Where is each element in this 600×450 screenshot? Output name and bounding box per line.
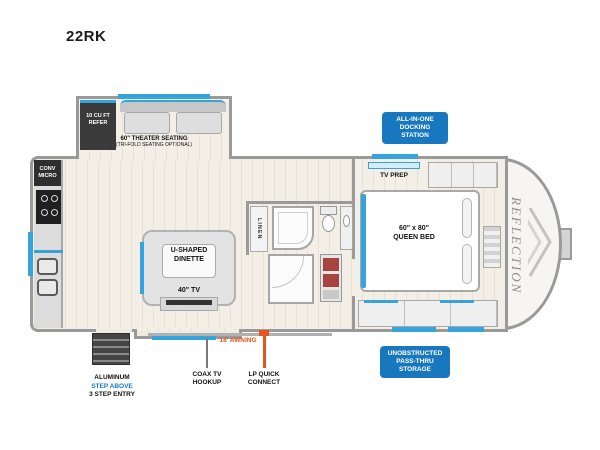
kitchen-sink-basin <box>37 258 58 275</box>
theater-seat-cushion <box>124 112 170 134</box>
dresser-accent-strip <box>364 300 398 303</box>
dinette-table <box>162 244 216 278</box>
cabinet-drawer <box>323 258 339 271</box>
toilet-icon <box>322 215 335 232</box>
entry-steps <box>92 333 130 365</box>
window-accent <box>152 336 216 340</box>
bed-label-line1: 60" x 80" <box>399 225 429 232</box>
dinette-label: U-SHAPED DINETTE <box>142 247 236 264</box>
counter-accent-strip <box>34 250 63 253</box>
window-accent <box>448 327 484 332</box>
bed-runner-accent <box>361 194 366 288</box>
shower-pan-icon <box>278 212 308 244</box>
entry-label-line3: 3 STEP ENTRY <box>89 391 135 398</box>
lp-connect-label: LP QUICK CONNECT <box>239 371 289 387</box>
awning-label: 18' AWNING <box>219 337 257 344</box>
entry-steps-label: ALUMINUM STEP ABOVE 3 STEP ENTRY <box>72 374 152 400</box>
shower <box>272 206 314 250</box>
pillow-icon <box>462 244 472 284</box>
window-accent <box>118 94 210 99</box>
lp-label-line1: LP QUICK <box>248 371 280 378</box>
dinette-extension-opening <box>137 327 239 331</box>
theater-label-line1: 60" THEATER SEATING <box>120 136 188 142</box>
window-accent <box>392 327 436 332</box>
range-stove <box>36 190 61 224</box>
kitchen-counter <box>34 160 63 328</box>
awning-line <box>148 333 332 336</box>
tv-icon <box>166 300 212 305</box>
dresser-section <box>359 301 405 326</box>
burner-icon <box>41 195 48 202</box>
bathroom-vanity <box>340 206 353 250</box>
tv-prep-location <box>368 162 420 169</box>
coax-label-line2: HOOKUP <box>192 379 222 386</box>
dinette-accent-strip <box>140 242 144 294</box>
coax-pointer-line <box>206 338 208 368</box>
linen-closet: LINEN <box>250 206 268 252</box>
bedroom-dresser-row <box>358 300 498 327</box>
burner-icon <box>51 195 58 202</box>
theater-seating-label: 60" THEATER SEATING (TRI-FOLD SEATING OP… <box>84 136 224 148</box>
coax-label-line1: COAX TV <box>192 371 222 378</box>
tv-40-label: 40" TV <box>178 287 200 294</box>
theater-seat-cushion <box>176 112 222 134</box>
refer-label-line1: 10 CU FT <box>86 113 110 119</box>
dinette-label-line2: DINETTE <box>174 255 204 263</box>
entry-label-line1: ALUMINUM <box>94 374 130 381</box>
bedroom-wall <box>352 159 355 259</box>
docking-badge-line3: STATION <box>401 132 429 139</box>
linen-label: LINEN <box>256 218 262 240</box>
pass-thru-storage-badge: UNOBSTRUCTED PASS-THRU STORAGE <box>380 346 450 378</box>
theater-seating-backrest <box>120 100 226 112</box>
bathroom-wall <box>246 201 354 204</box>
convection-microwave: CONV MICRO <box>34 160 61 186</box>
bed-label-line2: QUEEN BED <box>393 234 435 241</box>
dinette-label-line1: U-SHAPED <box>170 247 208 254</box>
docking-station-badge: ALL-IN-ONE DOCKING STATION <box>382 112 448 144</box>
queen-bed-label: 60" x 80" QUEEN BED <box>370 224 458 242</box>
slideout-opening <box>79 155 229 161</box>
entry-door-opening <box>96 329 132 333</box>
front-cap-chevron-icon <box>528 207 552 277</box>
passthru-badge-line1: UNOBSTRUCTED <box>387 350 443 357</box>
model-number: 22RK <box>66 28 107 45</box>
cabinet-drawer <box>323 274 339 287</box>
queen-bed <box>360 190 480 292</box>
coax-hookup-label: COAX TV HOOKUP <box>182 371 232 387</box>
micro-label-line2: MICRO <box>38 172 57 179</box>
dresser-accent-strip <box>440 300 474 303</box>
docking-badge-line2: DOCKING <box>399 124 431 131</box>
wardrobe-section <box>452 163 475 187</box>
theater-label-line2: (TRI-FOLD SEATING OPTIONAL) <box>115 142 193 148</box>
window-accent <box>372 154 418 159</box>
bedroom-steps <box>483 226 501 268</box>
lp-pointer-line <box>263 332 266 368</box>
entry-label-line2: STEP ABOVE <box>91 382 133 390</box>
brand-logo-text: REFLECTION <box>509 197 524 295</box>
lp-label-line2: CONNECT <box>247 379 281 386</box>
vanity-sink-icon <box>343 215 350 227</box>
burner-icon <box>51 208 58 216</box>
docking-badge-line1: ALL-IN-ONE <box>396 116 434 123</box>
tv-prep-label: TV PREP <box>380 172 408 179</box>
pillow-icon <box>462 198 472 238</box>
kitchen-sink-basin <box>37 279 58 296</box>
wardrobe-section <box>474 163 498 187</box>
refer-label-line2: REFER <box>88 120 108 126</box>
dresser-section <box>405 301 451 326</box>
window-accent <box>28 232 33 276</box>
burner-icon <box>41 208 48 216</box>
passthru-badge-line3: STORAGE <box>398 366 432 373</box>
passthru-badge-line2: PASS-THRU <box>396 358 434 365</box>
overhead-wardrobe <box>428 162 498 188</box>
wardrobe-section <box>429 163 452 187</box>
dresser-section <box>451 301 497 326</box>
toilet-tank-icon <box>320 206 337 215</box>
micro-label-line1: CONV <box>39 166 56 172</box>
cabinet-drawer <box>323 290 339 299</box>
bedroom-wall <box>352 296 355 330</box>
refrigerator: 10 CU FT REFER <box>80 100 116 150</box>
bathroom-wall <box>246 201 249 255</box>
